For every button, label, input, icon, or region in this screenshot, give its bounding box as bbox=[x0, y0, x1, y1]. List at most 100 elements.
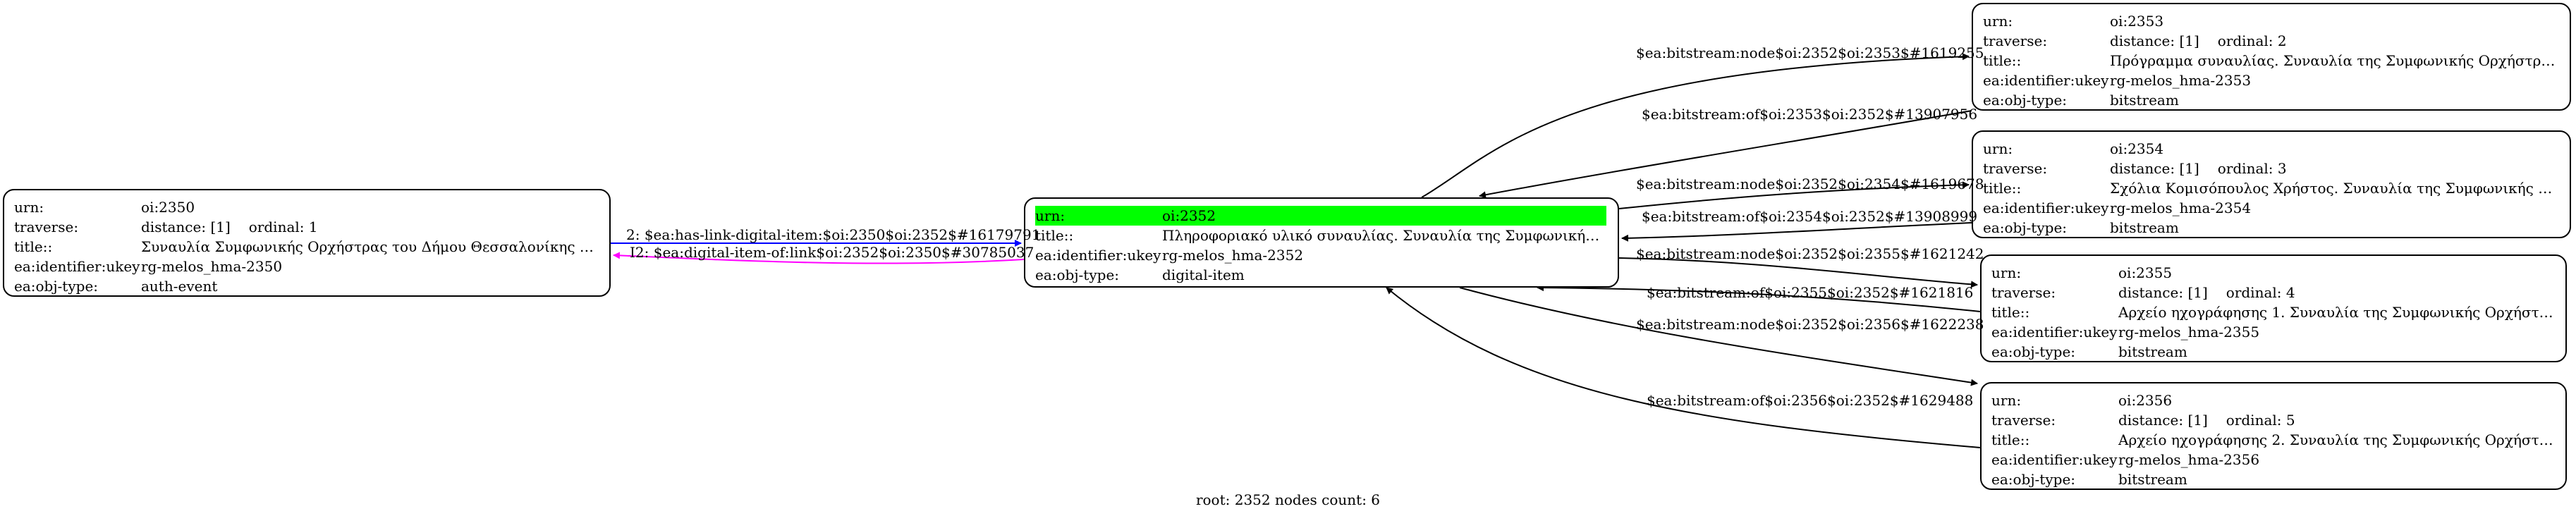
node-field-row: ea:obj-type:bitstream bbox=[1991, 469, 2557, 489]
node-field-row: urn: oi:2350 bbox=[14, 197, 601, 217]
field-value-text: bitstream bbox=[2110, 92, 2179, 109]
field-value: bitstream bbox=[2110, 218, 2558, 238]
field-key: ea:identifier:ukey bbox=[1991, 451, 2118, 468]
field-value-text: Αρχείο ηχογράφησης 2. Συναυλία της Συμφω… bbox=[2118, 431, 2554, 448]
field-value: Αρχείο ηχογράφησης 2. Συναυλία της Συμφω… bbox=[2118, 430, 2554, 450]
field-value: rg-melos_hma-2353 bbox=[2110, 70, 2558, 90]
field-value-text: rg-melos_hma-2355 bbox=[2118, 324, 2260, 340]
field-value-text: distance: [1] bbox=[2110, 160, 2199, 177]
node-field-row: urn:oi:2352 bbox=[1035, 206, 1609, 226]
field-value: distance: [1] ordinal: 4 bbox=[2118, 283, 2554, 302]
field-extra: ordinal: 5 bbox=[2226, 412, 2295, 429]
field-key: title:: bbox=[1983, 52, 2022, 69]
node-field-row: urn: oi:2355 bbox=[1991, 263, 2557, 283]
field-key: urn: bbox=[1991, 264, 2022, 281]
node-field-row: ea:obj-type:bitstream bbox=[1983, 218, 2561, 238]
edge-arrow bbox=[1618, 181, 1970, 209]
edge-arrow bbox=[1618, 257, 1978, 288]
field-extra: ordinal: 1 bbox=[248, 219, 318, 235]
field-value: distance: [1]ordinal: 2 bbox=[2110, 31, 2558, 51]
field-value-text: rg-melos_hma-2354 bbox=[2110, 199, 2252, 216]
field-value: distance: [1]ordinal: 1 bbox=[141, 217, 598, 237]
field-value: Συναυλία Συμφωνικής Ορχήστρας του Δήμου … bbox=[141, 237, 598, 257]
field-value-text: oi:2352 bbox=[1162, 207, 1216, 224]
node-field-row: title::Αρχείο ηχογράφησης 2. Συναυλία τη… bbox=[1991, 430, 2557, 450]
field-key: title:: bbox=[14, 238, 53, 255]
node-field-row: title::Σχόλια Κομισόπουλος Χρήστος. Συνα… bbox=[1983, 178, 2561, 198]
field-key: ea:obj-type: bbox=[1991, 471, 2076, 488]
field-value-text: distance: [1] bbox=[2118, 284, 2208, 301]
field-key: urn: bbox=[1035, 206, 1162, 226]
edge-arrow bbox=[1621, 222, 1972, 242]
field-value: oi:2355 bbox=[2118, 263, 2554, 283]
edge-label: $ea:bitstream:of$oi:2355$oi:2352$#162181… bbox=[1647, 284, 1974, 301]
node-field-row: traverse: distance: [1] ordinal: 4 bbox=[1991, 283, 2557, 302]
field-value-text: auth-event bbox=[141, 278, 218, 295]
field-key: title:: bbox=[1035, 227, 1074, 244]
field-value-text: rg-melos_hma-2353 bbox=[2110, 72, 2252, 89]
edge-arrow bbox=[1537, 284, 1981, 312]
field-key: ea:obj-type: bbox=[14, 278, 99, 295]
field-key: ea:obj-type: bbox=[1991, 343, 2076, 360]
field-value-text: oi:2353 bbox=[2110, 13, 2164, 30]
field-extra: ordinal: 3 bbox=[2217, 160, 2287, 177]
edge-arrow bbox=[1479, 110, 1972, 199]
field-value-text: rg-melos_hma-2350 bbox=[141, 258, 283, 275]
edge-label: $ea:bitstream:of$oi:2354$oi:2352$#139089… bbox=[1642, 208, 1978, 225]
edge-arrow bbox=[1421, 53, 1970, 198]
field-key: traverse: bbox=[1983, 32, 2048, 49]
field-key: traverse: bbox=[1991, 284, 2056, 301]
node-field-row: urn: oi:2356 bbox=[1991, 391, 2557, 410]
field-key: title:: bbox=[1991, 431, 2030, 448]
field-value-text: distance: [1] bbox=[2118, 412, 2208, 429]
field-value: Πρόγραμμα συναυλίας. Συναυλία της Συμφων… bbox=[2110, 51, 2558, 70]
field-value: rg-melos_hma-2355 bbox=[2118, 322, 2554, 342]
field-value: oi:2350 bbox=[141, 197, 598, 217]
field-key: ea:identifier:ukey bbox=[1035, 247, 1161, 264]
field-key: urn: bbox=[14, 199, 44, 216]
edge-label: $ea:bitstream:of$oi:2356$oi:2352$#162948… bbox=[1647, 392, 1974, 409]
node-oi-2355[interactable]: urn: oi:2355 traverse: distance: [1] ordinal… bbox=[1980, 254, 2567, 362]
node-field-row: title::Πρόγραμμα συναυλίας. Συναυλία της… bbox=[1983, 51, 2561, 70]
field-key: ea:obj-type: bbox=[1983, 92, 2068, 109]
field-extra: ordinal: 2 bbox=[2217, 32, 2287, 49]
field-key: ea:identifier:ukey bbox=[14, 258, 140, 275]
field-key: title:: bbox=[1991, 304, 2030, 321]
field-value-text: Πληροφοριακό υλικό συναυλίας. Συναυλία τ… bbox=[1162, 227, 1606, 244]
field-value: distance: [1] ordinal: 5 bbox=[2118, 410, 2554, 430]
field-value: rg-melos_hma-2356 bbox=[2118, 450, 2554, 469]
field-value: oi:2356 bbox=[2118, 391, 2554, 410]
edge-label: $ea:bitstream:node$oi:2352$oi:2356$#1622… bbox=[1636, 316, 1984, 333]
field-value: Πληροφοριακό υλικό συναυλίας. Συναυλία τ… bbox=[1162, 226, 1606, 245]
field-key: ea:identifier:ukey bbox=[1983, 199, 2109, 216]
field-value-text: rg-melos_hma-2352 bbox=[1162, 247, 1304, 264]
edge-arrow bbox=[1459, 287, 1978, 386]
field-value-text: Συναυλία Συμφωνικής Ορχήστρας του Δήμου … bbox=[141, 238, 598, 255]
field-key: traverse: bbox=[1991, 412, 2056, 429]
node-field-row: traverse: distance: [1] ordinal: 5 bbox=[1991, 410, 2557, 430]
field-key: urn: bbox=[1983, 140, 2013, 157]
edge-label: $ea:bitstream:node$oi:2352$oi:2355$#1621… bbox=[1636, 245, 1984, 262]
field-value-text: bitstream bbox=[2118, 343, 2187, 360]
field-key: title:: bbox=[1983, 180, 2022, 197]
field-key: ea:identifier:ukey bbox=[1991, 324, 2118, 340]
node-field-row: traverse:distance: [1]ordinal: 3 bbox=[1983, 159, 2561, 178]
node-field-row: urn:oi:2353 bbox=[1983, 11, 2561, 31]
field-value-text: Αρχείο ηχογράφησης 1. Συναυλία της Συμφω… bbox=[2118, 304, 2554, 321]
field-value: digital-item bbox=[1162, 265, 1606, 285]
node-field-row: title::Συναυλία Συμφωνικής Ορχήστρας του… bbox=[14, 237, 601, 257]
node-field-row: ea:obj-type: bitstream bbox=[1991, 342, 2557, 362]
node-field-row: ea:obj-type: auth-event bbox=[14, 276, 601, 296]
field-extra: ordinal: 4 bbox=[2226, 284, 2295, 301]
field-key: urn: bbox=[1991, 392, 2022, 409]
field-value-text: Πρόγραμμα συναυλίας. Συναυλία της Συμφων… bbox=[2110, 52, 2558, 69]
node-oi-2356[interactable]: urn: oi:2356 traverse: distance: [1] ordinal… bbox=[1980, 382, 2567, 490]
edge-label: $ea:bitstream:of$oi:2353$oi:2352$#139079… bbox=[1642, 106, 1978, 123]
node-field-row: title::Πληροφοριακό υλικό συναυλίας. Συν… bbox=[1035, 226, 1609, 245]
